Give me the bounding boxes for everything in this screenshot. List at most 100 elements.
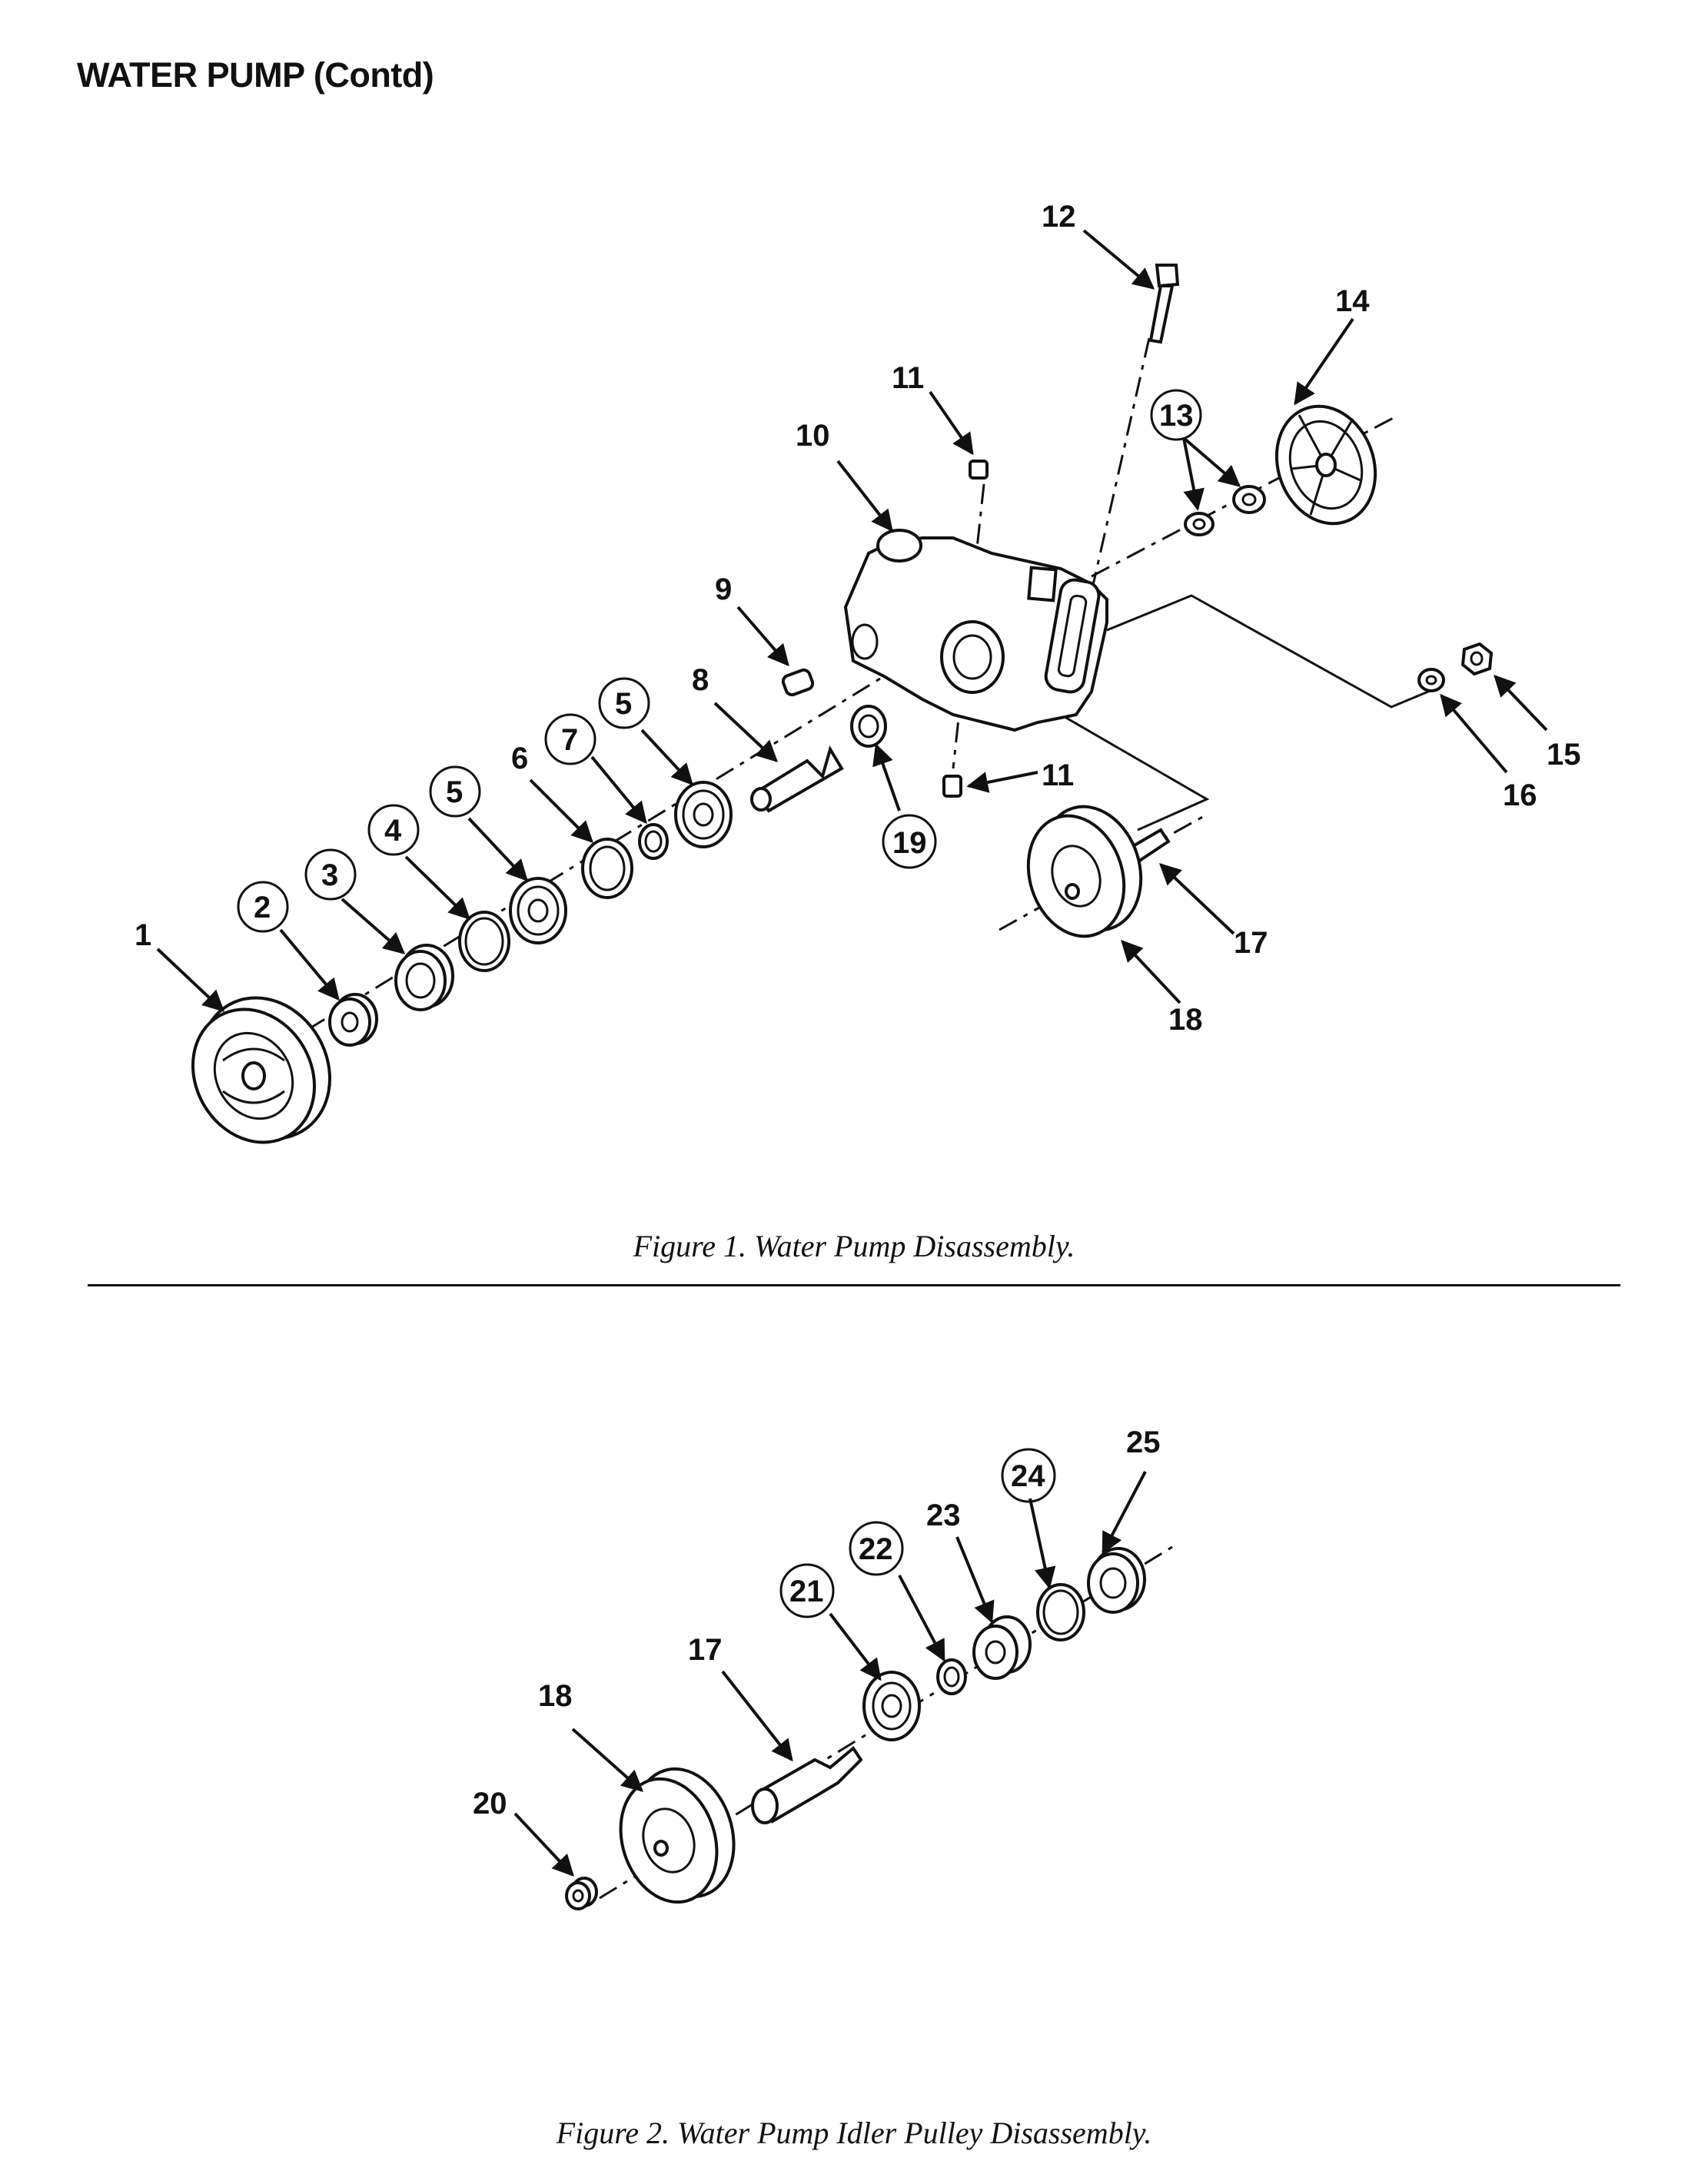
leader-22 <box>898 1575 945 1662</box>
seal <box>394 944 454 1011</box>
callout-circle-4 <box>367 804 420 856</box>
leader-11b <box>966 771 1038 793</box>
callout-4: 4 <box>384 814 402 848</box>
callout-circle-24 <box>1001 1448 1056 1503</box>
leader-18 <box>1121 939 1181 1004</box>
idler-retaining-ring <box>936 1658 967 1695</box>
callout-circle-5a <box>429 765 481 818</box>
leader-5b <box>640 729 693 786</box>
idler-retaining-nut <box>565 1877 598 1910</box>
figure-2-caption: Figure 2. Water Pump Idler Pulley Disass… <box>556 2116 1152 2150</box>
leader-4 <box>404 855 471 920</box>
leader-13b <box>1182 436 1241 487</box>
stud-link-line <box>1106 594 1438 709</box>
bolt-centerline <box>1090 337 1151 592</box>
leader-21 <box>829 1612 882 1681</box>
leader-2 <box>279 928 340 1001</box>
pump-shaft <box>750 745 844 813</box>
callout-14: 14 <box>1335 284 1370 318</box>
idler-pulley <box>1026 805 1143 938</box>
idler-mount-link <box>1060 713 1210 831</box>
page-title: WATER PUMP (Contd) <box>77 55 434 95</box>
callout-circle-7 <box>544 713 596 765</box>
figure-divider <box>88 1284 1620 1286</box>
leader-8 <box>713 702 779 762</box>
callout-11a: 11 <box>892 361 924 395</box>
callout-7: 7 <box>561 723 578 757</box>
callout-16: 16 <box>1503 778 1537 812</box>
callout-circle-21 <box>779 1563 835 1618</box>
callout-15: 15 <box>1547 738 1581 772</box>
callout-circle-2 <box>237 881 289 933</box>
leader-15 <box>1494 674 1548 732</box>
stud-washer <box>1417 668 1445 692</box>
leader-12 <box>1082 229 1155 290</box>
callout-25: 25 <box>1126 1426 1161 1459</box>
figure-1-water-pump-disassembly: 1 2 3 4 5 6 7 5 8 9 10 11 11 12 13 14 15… <box>135 200 1581 1144</box>
idler-pulley <box>619 1767 736 1904</box>
leader-1 <box>156 948 225 1012</box>
callout-5a: 5 <box>446 775 463 809</box>
leader-18 <box>571 1728 644 1792</box>
snap-ring <box>458 911 510 972</box>
leader-11a <box>929 390 974 456</box>
callout-24: 24 <box>1011 1459 1045 1493</box>
idler-shaft <box>751 1746 863 1824</box>
callout-17: 17 <box>1234 926 1268 960</box>
bearing-left <box>509 877 567 944</box>
mounting-bolt <box>1148 264 1180 344</box>
idler-snap-ring <box>1036 1583 1085 1641</box>
leader-23 <box>955 1536 995 1624</box>
leader-10 <box>836 460 893 533</box>
callout-21: 21 <box>789 1575 824 1608</box>
callout-1: 1 <box>135 918 151 952</box>
leader-14 <box>1294 317 1354 406</box>
callout-circle-3 <box>304 848 357 901</box>
callout-9: 9 <box>715 573 732 606</box>
leader-7 <box>590 755 647 825</box>
hub-ring <box>328 993 378 1047</box>
spacer-ring <box>581 838 633 899</box>
idler-bearing <box>862 1671 921 1741</box>
callout-22: 22 <box>859 1532 893 1566</box>
idler-spacer <box>972 1615 1032 1680</box>
leader-3 <box>341 898 406 954</box>
idler-seal <box>1087 1547 1146 1614</box>
callout-circle-22 <box>849 1521 904 1576</box>
leader-24 <box>1028 1498 1056 1589</box>
impeller-washer-outer <box>1184 512 1215 536</box>
leader-5a <box>467 817 528 882</box>
leader-20 <box>513 1812 574 1877</box>
impeller <box>1274 404 1377 526</box>
callout-circle-5b <box>598 677 650 729</box>
callout-17: 17 <box>688 1633 723 1667</box>
callout-circle-19 <box>882 814 937 869</box>
callout-8: 8 <box>692 663 709 697</box>
callout-10: 10 <box>796 419 830 453</box>
callout-18: 18 <box>1168 1003 1203 1037</box>
pump-housing <box>843 529 1108 732</box>
retaining-ring <box>638 823 669 860</box>
housing-plug-top <box>969 460 989 480</box>
callout-6: 6 <box>511 742 528 775</box>
callout-5b: 5 <box>615 687 632 721</box>
callout-20: 20 <box>473 1787 507 1821</box>
pipe-plug <box>781 668 815 697</box>
leader-13a <box>1182 437 1205 511</box>
housing-plug-bottom <box>942 775 962 798</box>
plug-centerline <box>952 483 985 769</box>
leader-16 <box>1440 693 1508 774</box>
callout-circle-13 <box>1150 389 1202 441</box>
drive-pulley <box>191 996 332 1144</box>
bearing-right <box>674 781 733 848</box>
callout-18: 18 <box>538 1679 573 1713</box>
leader-17 <box>721 1670 793 1762</box>
figure-1-caption: Figure 1. Water Pump Disassembly. <box>633 1229 1075 1263</box>
callout-13: 13 <box>1159 399 1194 433</box>
leader-25 <box>1102 1471 1147 1555</box>
callout-11b: 11 <box>1042 758 1074 792</box>
leader-17 <box>1158 863 1235 935</box>
callout-23: 23 <box>926 1499 961 1532</box>
leader-19 <box>872 743 901 812</box>
